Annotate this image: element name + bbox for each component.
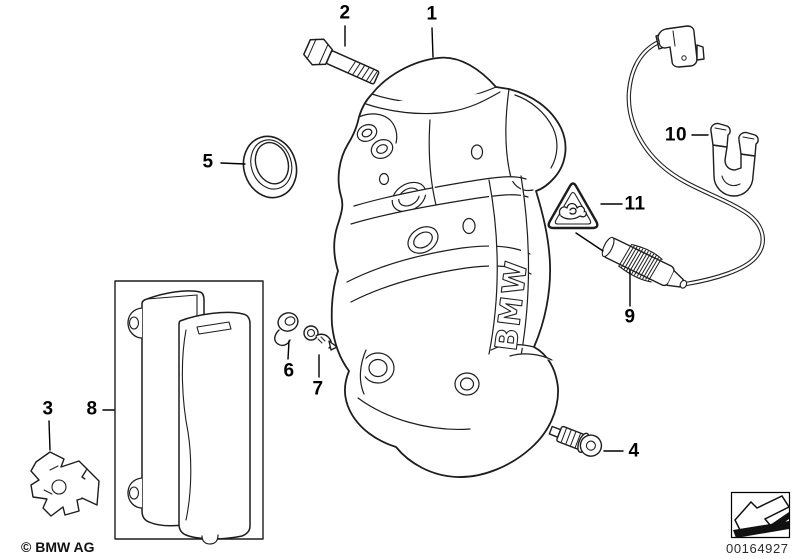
callout-9[interactable]: 9 (624, 306, 636, 328)
brake-caliper: BMW (330, 56, 567, 478)
brake-pads (127, 290, 251, 545)
seal-ring (242, 135, 298, 199)
spring-sleeve (601, 236, 688, 289)
callout-6[interactable]: 6 (283, 360, 295, 382)
callout-4[interactable]: 4 (628, 440, 640, 462)
callout-10[interactable]: 10 (664, 124, 688, 146)
callout-3[interactable]: 3 (42, 398, 54, 420)
callout-11[interactable]: 11 (624, 193, 646, 215)
callout-1[interactable]: 1 (426, 3, 438, 25)
bleeder-screw (303, 325, 338, 351)
callout-2[interactable]: 2 (339, 2, 351, 24)
leader-lines (48, 25, 709, 452)
warning-triangle (547, 182, 599, 230)
callout-7[interactable]: 7 (312, 378, 324, 400)
copyright-text: © BMW AG (21, 539, 95, 555)
socket-bolt (548, 425, 603, 457)
direction-arrow-bottom-left-icon (733, 495, 791, 538)
direction-arrow-box (730, 491, 791, 539)
image-number: 00164927 (726, 541, 789, 556)
callout-8[interactable]: 8 (86, 398, 98, 420)
wear-sensor-wire (626, 38, 765, 287)
callout-5[interactable]: 5 (202, 151, 214, 173)
hex-bolt (303, 38, 380, 85)
bleeder-cap (274, 312, 299, 347)
retaining-clip (30, 451, 100, 517)
pinch-hazard-triangle-icon (558, 202, 587, 220)
sensor-connector (655, 25, 705, 68)
sensor-holder-bracket (710, 122, 759, 197)
